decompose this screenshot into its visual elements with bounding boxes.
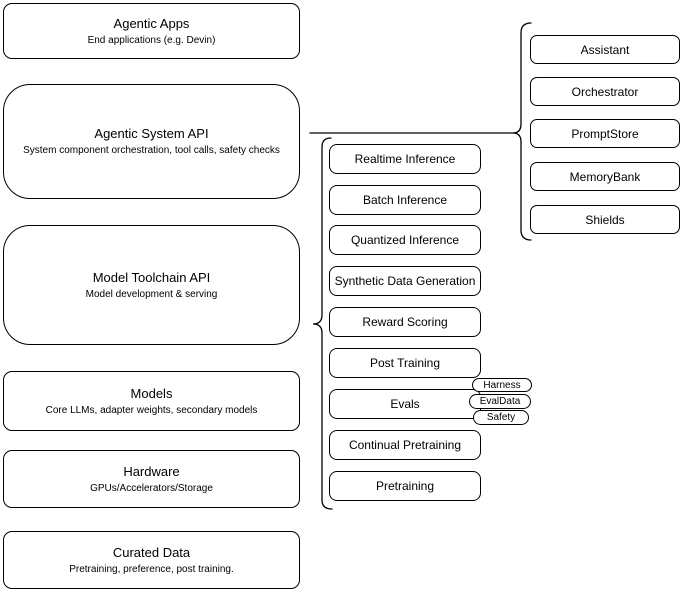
node-realtime-inference: Realtime Inference (329, 144, 481, 174)
node-shields-label: Shields (585, 212, 625, 227)
node-quantized-inference-label: Quantized Inference (350, 233, 460, 247)
node-continual-pretraining-label: Continual Pretraining (348, 438, 462, 452)
node-agentic-apps-subtitle: End applications (e.g. Devin) (87, 34, 216, 46)
tag-evaldata: EvalData (469, 394, 531, 409)
node-evals: Evals (329, 389, 481, 419)
node-hardware-title: Hardware (123, 463, 180, 479)
node-agentic-apps-title: Agentic Apps (113, 15, 190, 31)
tag-harness-label: Harness (483, 379, 521, 391)
node-agentic-system-api: Agentic System API System component orch… (3, 84, 300, 199)
node-synthetic-data-generation: Synthetic Data Generation (329, 266, 481, 296)
node-realtime-inference-label: Realtime Inference (354, 152, 456, 166)
tag-safety: Safety (473, 410, 529, 425)
node-models-subtitle: Core LLMs, adapter weights, secondary mo… (45, 404, 258, 416)
tag-harness: Harness (472, 378, 532, 392)
node-curated-data: Curated Data Pretraining, preference, po… (3, 531, 300, 589)
node-hardware-subtitle: GPUs/Accelerators/Storage (90, 482, 213, 494)
node-agentic-apps: Agentic Apps End applications (e.g. Devi… (3, 3, 300, 59)
node-promptstore: PromptStore (530, 119, 680, 148)
node-reward-scoring: Reward Scoring (329, 307, 481, 337)
node-model-toolchain-api-subtitle: Model development & serving (85, 288, 218, 300)
node-memorybank-label: MemoryBank (569, 169, 641, 184)
node-assistant-label: Assistant (580, 42, 630, 57)
node-assistant: Assistant (530, 35, 680, 64)
node-post-training-label: Post Training (369, 356, 441, 370)
node-agentic-system-api-title: Agentic System API (94, 126, 209, 141)
node-evals-label: Evals (390, 397, 420, 411)
node-memorybank: MemoryBank (530, 162, 680, 191)
tag-safety-label: Safety (486, 412, 516, 423)
node-model-toolchain-api-title: Model Toolchain API (92, 269, 211, 285)
node-models: Models Core LLMs, adapter weights, secon… (3, 371, 300, 431)
node-model-toolchain-api: Model Toolchain API Model development & … (3, 225, 300, 345)
node-agentic-system-api-subtitle: System component orchestration, tool cal… (23, 145, 280, 156)
system-components-brace (512, 22, 532, 241)
node-orchestrator: Orchestrator (530, 77, 680, 106)
node-reward-scoring-label: Reward Scoring (362, 315, 448, 329)
node-batch-inference-label: Batch Inference (362, 193, 448, 207)
node-promptstore-label: PromptStore (571, 126, 639, 141)
node-batch-inference: Batch Inference (329, 185, 481, 215)
node-curated-data-title: Curated Data (112, 544, 191, 560)
node-models-title: Models (130, 385, 173, 401)
node-pretraining-label: Pretraining (375, 479, 435, 493)
node-orchestrator-label: Orchestrator (571, 84, 639, 99)
node-post-training: Post Training (329, 348, 481, 378)
tag-evaldata-label: EvalData (479, 396, 521, 407)
node-continual-pretraining: Continual Pretraining (329, 430, 481, 460)
node-pretraining: Pretraining (329, 471, 481, 501)
node-synthetic-data-generation-label: Synthetic Data Generation (334, 274, 476, 288)
node-hardware: Hardware GPUs/Accelerators/Storage (3, 450, 300, 508)
node-curated-data-subtitle: Pretraining, preference, post training. (69, 563, 234, 575)
node-quantized-inference: Quantized Inference (329, 225, 481, 255)
node-shields: Shields (530, 205, 680, 234)
